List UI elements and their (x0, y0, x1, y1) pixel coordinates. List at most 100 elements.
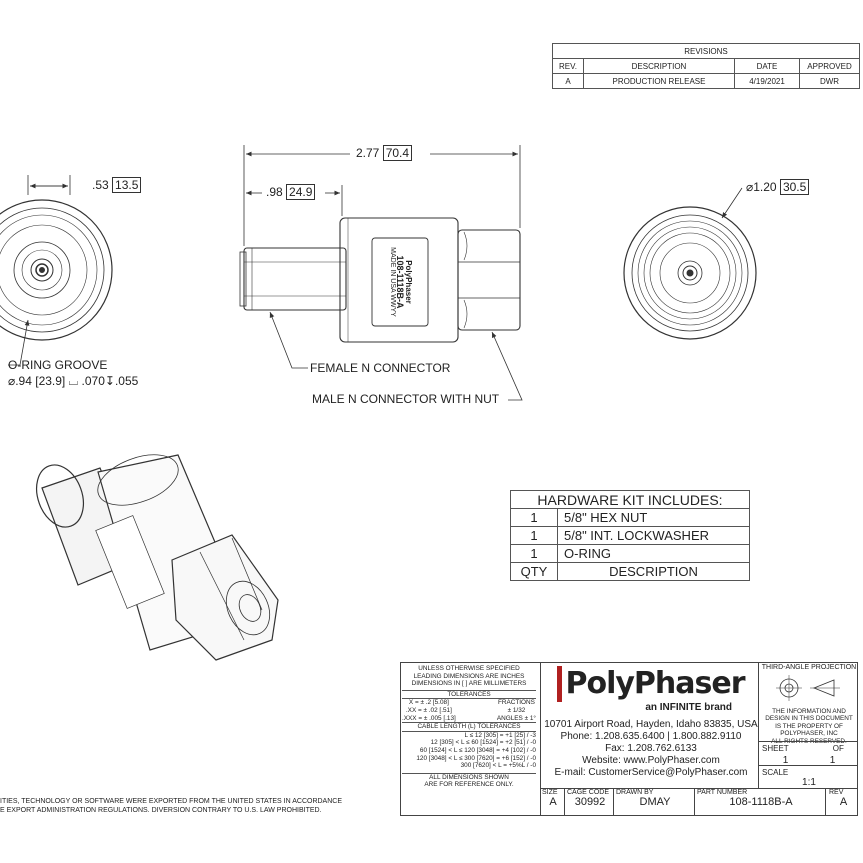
dim-female-value: .98 (266, 185, 283, 199)
company-logo: PolyPhaser (557, 666, 746, 702)
leader-oring (8, 319, 30, 366)
tb-part: PART NUMBER 108-1118B-A (695, 789, 826, 815)
export-l2: E EXPORT ADMINISTRATION REGULATIONS. DIV… (0, 807, 322, 814)
part-label-brand: PolyPhaser (404, 260, 413, 304)
sheet-of: OF (832, 744, 844, 753)
kit-row: 1 5/8" INT. LOCKWASHER (510, 526, 750, 545)
tol-ref2: ARE FOR REFERENCE ONLY. (424, 781, 514, 789)
desc-cell: PRODUCTION RELEASE (583, 73, 735, 89)
tol-t1: X = ± .2 [5.08] (408, 699, 449, 707)
tb-size: SIZE A (540, 789, 565, 815)
tb-drawn: DRAWN BY DMAY (614, 789, 695, 815)
dim-overall-mm: 70.4 (382, 145, 413, 161)
dim-groove-mm: 13.5 (112, 177, 142, 193)
projection-p2: DESIGN IN THIS DOCUMENT (765, 715, 853, 723)
tb-cage-label: CAGE CODE (567, 789, 610, 796)
tb-drawn-label: DRAWN BY (616, 789, 654, 796)
sheet-total: 1 (829, 755, 836, 766)
tb-size-label: SIZE (542, 789, 558, 796)
leader-male (491, 331, 523, 401)
side-view (239, 217, 521, 343)
part-label-pn: 108-1118B-A (395, 255, 405, 309)
titleblock-row: SIZE A CAGE CODE 30992 DRAWN BY DMAY PAR… (540, 789, 858, 815)
dim-overall (243, 145, 521, 246)
tol-l1: UNLESS OTHERWISE SPECIFIED (418, 665, 520, 672)
sheet-block: SHEET OF 1 1 (762, 744, 856, 766)
approved-header: APPROVED (799, 58, 860, 74)
callout-oring-dims: ⌀.94 [23.9] ⌴ .070↧.055 (8, 374, 139, 388)
projection-spacer (760, 672, 858, 708)
kit-footer-desc: DESCRIPTION (557, 562, 750, 581)
divider (758, 765, 858, 766)
projection-block: THIRD-ANGLE PROJECTION THE INFORMATION A… (760, 664, 858, 746)
part-label-usa: USA (389, 278, 396, 293)
tol-t2: .XX = ± .02 [.51] (405, 706, 452, 714)
tol-left: X = ± .2 [5.08] .XX = ± .02 [.51] .XXX =… (402, 699, 456, 722)
kit-qty: 1 (510, 526, 558, 545)
tol-head: TOLERANCES (402, 689, 536, 699)
dim-diameter-text: ⌀1.20 30.5 (746, 179, 810, 195)
tb-rev-label: REV (829, 789, 844, 796)
dim-diameter-mm: 30.5 (779, 179, 810, 195)
tol-cable: L ≤ 12 [305] = +1 [25] / -3 12 [305] < L… (402, 730, 537, 770)
tb-rev-value: A (839, 796, 848, 808)
export-notice: ITIES, TECHNOLOGY OR SOFTWARE WERE EXPOR… (0, 797, 342, 815)
tol-cable-head: CABLE LENGTH (L) TOLERANCES (402, 722, 536, 731)
end-view-left (0, 199, 113, 341)
title-block (400, 662, 858, 816)
hardware-kit-table: HARDWARE KIT INCLUDES: 1 5/8" HEX NUT 1 … (510, 490, 750, 581)
tb-cage: CAGE CODE 30992 (565, 789, 614, 815)
tol-c3: 60 [1524] < L ≤ 120 [3048] = +4 [102] / … (419, 746, 536, 754)
tol-grid: X = ± .2 [5.08] .XX = ± .02 [.51] .XXX =… (402, 698, 536, 722)
end-view-right (623, 206, 757, 340)
kit-desc: 5/8" HEX NUT (557, 508, 750, 527)
projection-p4: POLYPHASER, INC (780, 730, 838, 738)
tol-right: FRACTIONS ± 1/32 ANGLES ± 1° (497, 699, 536, 722)
tol-c4: 120 [3048] < L ≤ 300 [7620] = +6 [152] /… (416, 754, 536, 762)
desc-header: DESCRIPTION (583, 58, 735, 74)
kit-title: HARDWARE KIT INCLUDES: (510, 490, 750, 509)
tb-part-value: 108-1118B-A (729, 796, 793, 808)
dim-groove-text: .53 13.5 (92, 177, 142, 193)
dim-overall-value: 2.77 (356, 146, 380, 160)
tol-c1: L ≤ 12 [305] = +1 [25] / -3 (464, 731, 537, 739)
company-email: E-mail: CustomerService@PolyPhaser.com (554, 767, 748, 778)
kit-row: 1 5/8" HEX NUT (510, 508, 750, 527)
tb-rev: REV A (826, 789, 858, 815)
tol-c2: 12 [305] < L ≤ 60 [1524] = +2 [51] / -0 (430, 739, 536, 747)
tol-f2: ± 1/32 (507, 706, 526, 714)
company-contact: 10701 Airport Road, Hayden, Idaho 83835,… (544, 719, 758, 779)
tol-l3: DIMENSIONS IN [ ] ARE MILLIMETERS (411, 680, 527, 688)
company-fax: Fax: 1.208.762.6133 (605, 743, 697, 754)
dim-female-length (246, 185, 343, 216)
callout-oring-groove: O-RING GROOVE (8, 358, 108, 372)
divider (540, 788, 858, 789)
company-tagline: an INFINITE brand (645, 702, 732, 713)
sheet-values: 1 1 (762, 755, 856, 766)
revisions-title: REVISIONS (552, 43, 860, 59)
company-phone: Phone: 1.208.635.6400 | 1.800.882.9110 (560, 731, 742, 742)
divider (758, 741, 858, 742)
tb-size-value: A (549, 796, 557, 808)
tolerance-block: UNLESS OTHERWISE SPECIFIED LEADING DIMEN… (402, 665, 536, 789)
revisions-table: REVISIONS REV. DESCRIPTION DATE APPROVED… (552, 43, 860, 89)
rev-cell: A (552, 73, 584, 89)
dim-overall-text: 2.77 70.4 (356, 145, 413, 161)
projection-p1: THE INFORMATION AND (772, 707, 846, 715)
scale-label: SCALE (762, 768, 789, 777)
tb-cage-value: 30992 (574, 796, 606, 808)
leader-diameter (721, 187, 743, 219)
tol-ref1: ALL DIMENSIONS SHOWN (402, 772, 536, 782)
kit-desc: 5/8" INT. LOCKWASHER (557, 526, 750, 545)
kit-qty: 1 (510, 544, 558, 563)
tb-part-label: PART NUMBER (697, 789, 748, 796)
sheet-num: 1 (782, 755, 789, 766)
export-l1: ITIES, TECHNOLOGY OR SOFTWARE WERE EXPOR… (0, 798, 343, 805)
isometric-view (36, 454, 279, 661)
kit-qty: 1 (510, 508, 558, 527)
callout-male: MALE N CONNECTOR WITH NUT (312, 392, 500, 406)
dim-female-text: .98 24.9 (266, 184, 316, 200)
company-web: Website: www.PolyPhaser.com (582, 755, 720, 766)
tol-t3: .XXX = ± .005 [.13] (402, 714, 456, 722)
rev-header: REV. (552, 58, 584, 74)
